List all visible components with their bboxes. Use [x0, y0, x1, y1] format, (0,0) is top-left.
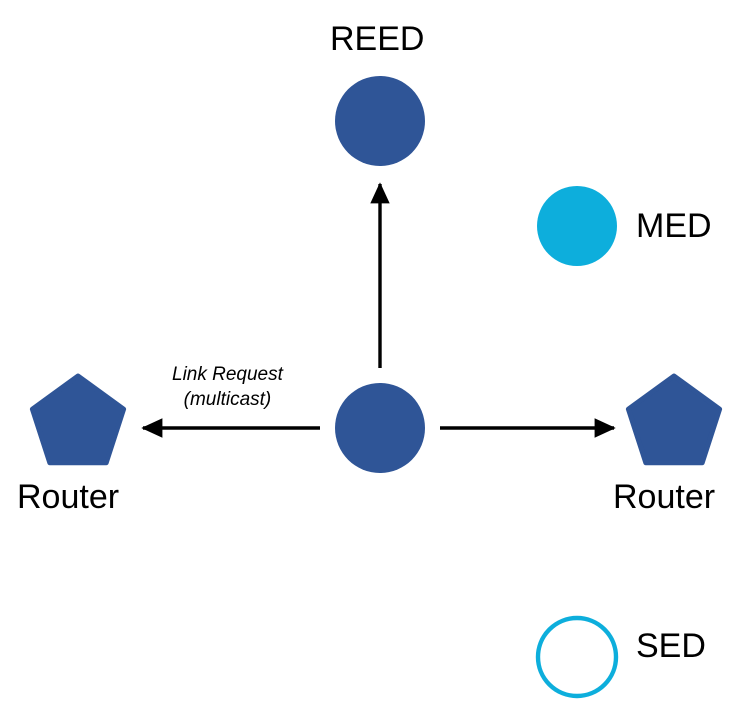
node-label-reed: REED: [330, 20, 425, 58]
node-med[interactable]: [537, 186, 617, 266]
arrow-label-line-2: (multicast): [183, 388, 272, 410]
node-label-sed: SED: [636, 627, 706, 665]
node-sender-router[interactable]: [335, 383, 425, 473]
node-label-router-right: Router: [613, 478, 716, 516]
arrow-label-line-1: Link Request: [172, 364, 283, 385]
node-router-left[interactable]: [29, 373, 127, 466]
arrow-label-link-request: Link Request (multicast): [172, 363, 283, 412]
node-sed[interactable]: [535, 615, 619, 699]
node-label-router-left: Router: [17, 478, 120, 516]
node-router-right[interactable]: [625, 373, 723, 466]
node-reed[interactable]: [335, 76, 425, 166]
node-label-med: MED: [636, 207, 712, 245]
